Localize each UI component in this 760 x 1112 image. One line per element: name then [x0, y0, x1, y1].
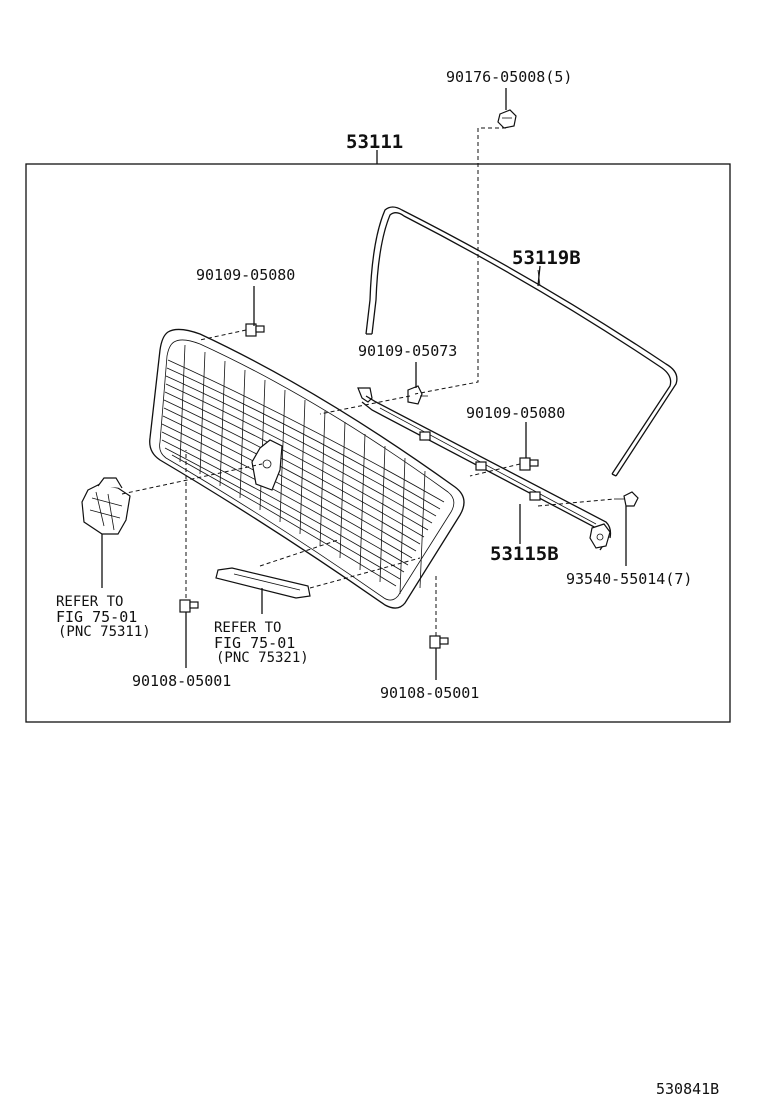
emblem-part	[81, 477, 131, 535]
refer-center-line1: REFER TO	[214, 620, 281, 636]
label-90108-left: 90108-05001	[132, 672, 231, 690]
label-90176: 90176-05008(5)	[446, 68, 572, 86]
refer-center-line2: FIG 75-01	[214, 634, 295, 652]
clip-90109-05080-left	[245, 323, 265, 337]
grille-bracket	[357, 387, 612, 551]
clip-90109-05073	[407, 385, 428, 405]
clip-90176	[497, 109, 517, 129]
nameplate-part	[215, 567, 311, 599]
screw-93540	[614, 491, 639, 507]
refer-left-line3: (PNC 75311)	[58, 624, 151, 640]
label-53119b: 53119B	[512, 247, 581, 269]
radiator-grille	[149, 328, 465, 609]
label-93540: 93540-55014(7)	[566, 570, 692, 588]
leader-lines	[101, 88, 627, 680]
refer-left-line2: FIG 75-01	[56, 608, 137, 626]
clip-90108-left	[179, 599, 199, 613]
assembly-frame	[25, 163, 731, 723]
clip-90108-right	[429, 635, 449, 649]
label-90108-right: 90108-05001	[380, 684, 479, 702]
refer-left-line1: REFER TO	[56, 594, 123, 610]
figure-code: 530841B	[656, 1080, 719, 1098]
label-90109-05073: 90109-05073	[358, 342, 457, 360]
label-53115b: 53115B	[490, 543, 559, 565]
label-53111: 53111	[346, 131, 403, 153]
refer-center-line3: (PNC 75321)	[216, 650, 309, 666]
label-90109-05080-left: 90109-05080	[196, 266, 295, 284]
label-90109-05080-right: 90109-05080	[466, 404, 565, 422]
clip-90109-05080-right	[519, 457, 539, 471]
